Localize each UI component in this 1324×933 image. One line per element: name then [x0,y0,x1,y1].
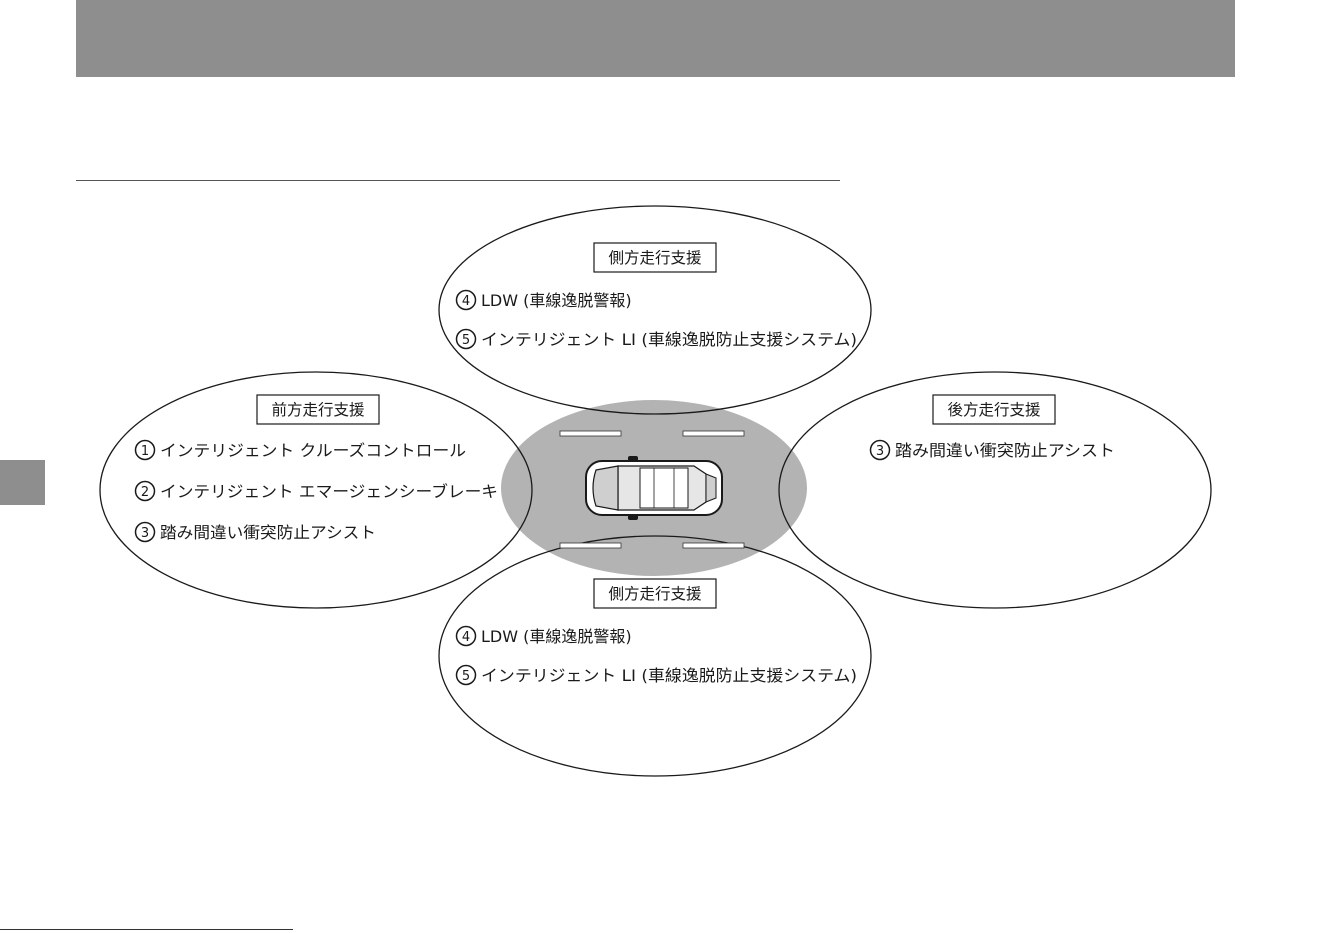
item-label: インテリジェント エマージェンシーブレーキ [160,482,498,501]
item-number: 3 [876,444,884,459]
item-number: 3 [141,526,149,541]
item-number: 2 [141,485,149,500]
zone-side-bottom-title: 側方走行支援 [608,585,702,603]
item-number: 1 [141,444,149,459]
car-top-view-icon [586,456,722,520]
item-label: インテリジェント LI (車線逸脱防止支援システム) [481,330,857,349]
list-item: 5 インテリジェント LI (車線逸脱防止支援システム) [457,666,858,686]
list-item: 1 インテリジェント クルーズコントロール [136,441,467,461]
item-label: インテリジェント クルーズコントロール [160,441,466,460]
zone-side-top-title: 側方走行支援 [608,249,702,267]
item-label: インテリジェント LI (車線逸脱防止支援システム) [481,666,857,685]
lane-marker [683,431,744,436]
list-item: 3 踏み間違い衝突防止アシスト [871,441,1116,461]
lane-marker [560,431,621,436]
item-label: 踏み間違い衝突防止アシスト [160,523,376,542]
list-item: 5 インテリジェント LI (車線逸脱防止支援システム) [457,330,858,350]
item-label: LDW (車線逸脱警報) [481,291,632,310]
list-item: 3 踏み間違い衝突防止アシスト [136,523,377,543]
list-item: 2 インテリジェント エマージェンシーブレーキ [136,482,499,502]
item-number: 5 [462,333,470,348]
zone-front-title: 前方走行支援 [271,401,365,419]
item-label: 踏み間違い衝突防止アシスト [895,441,1115,460]
item-number: 5 [462,669,470,684]
lane-marker [683,543,744,548]
list-item: 4 LDW (車線逸脱警報) [457,291,632,311]
list-item: 4 LDW (車線逸脱警報) [457,627,632,647]
item-label: LDW (車線逸脱警報) [481,627,632,646]
zone-rear-title: 後方走行支援 [947,401,1041,419]
item-number: 4 [462,294,470,309]
item-number: 4 [462,630,470,645]
zone-side-top-outline [439,206,871,414]
lane-marker [560,543,621,548]
